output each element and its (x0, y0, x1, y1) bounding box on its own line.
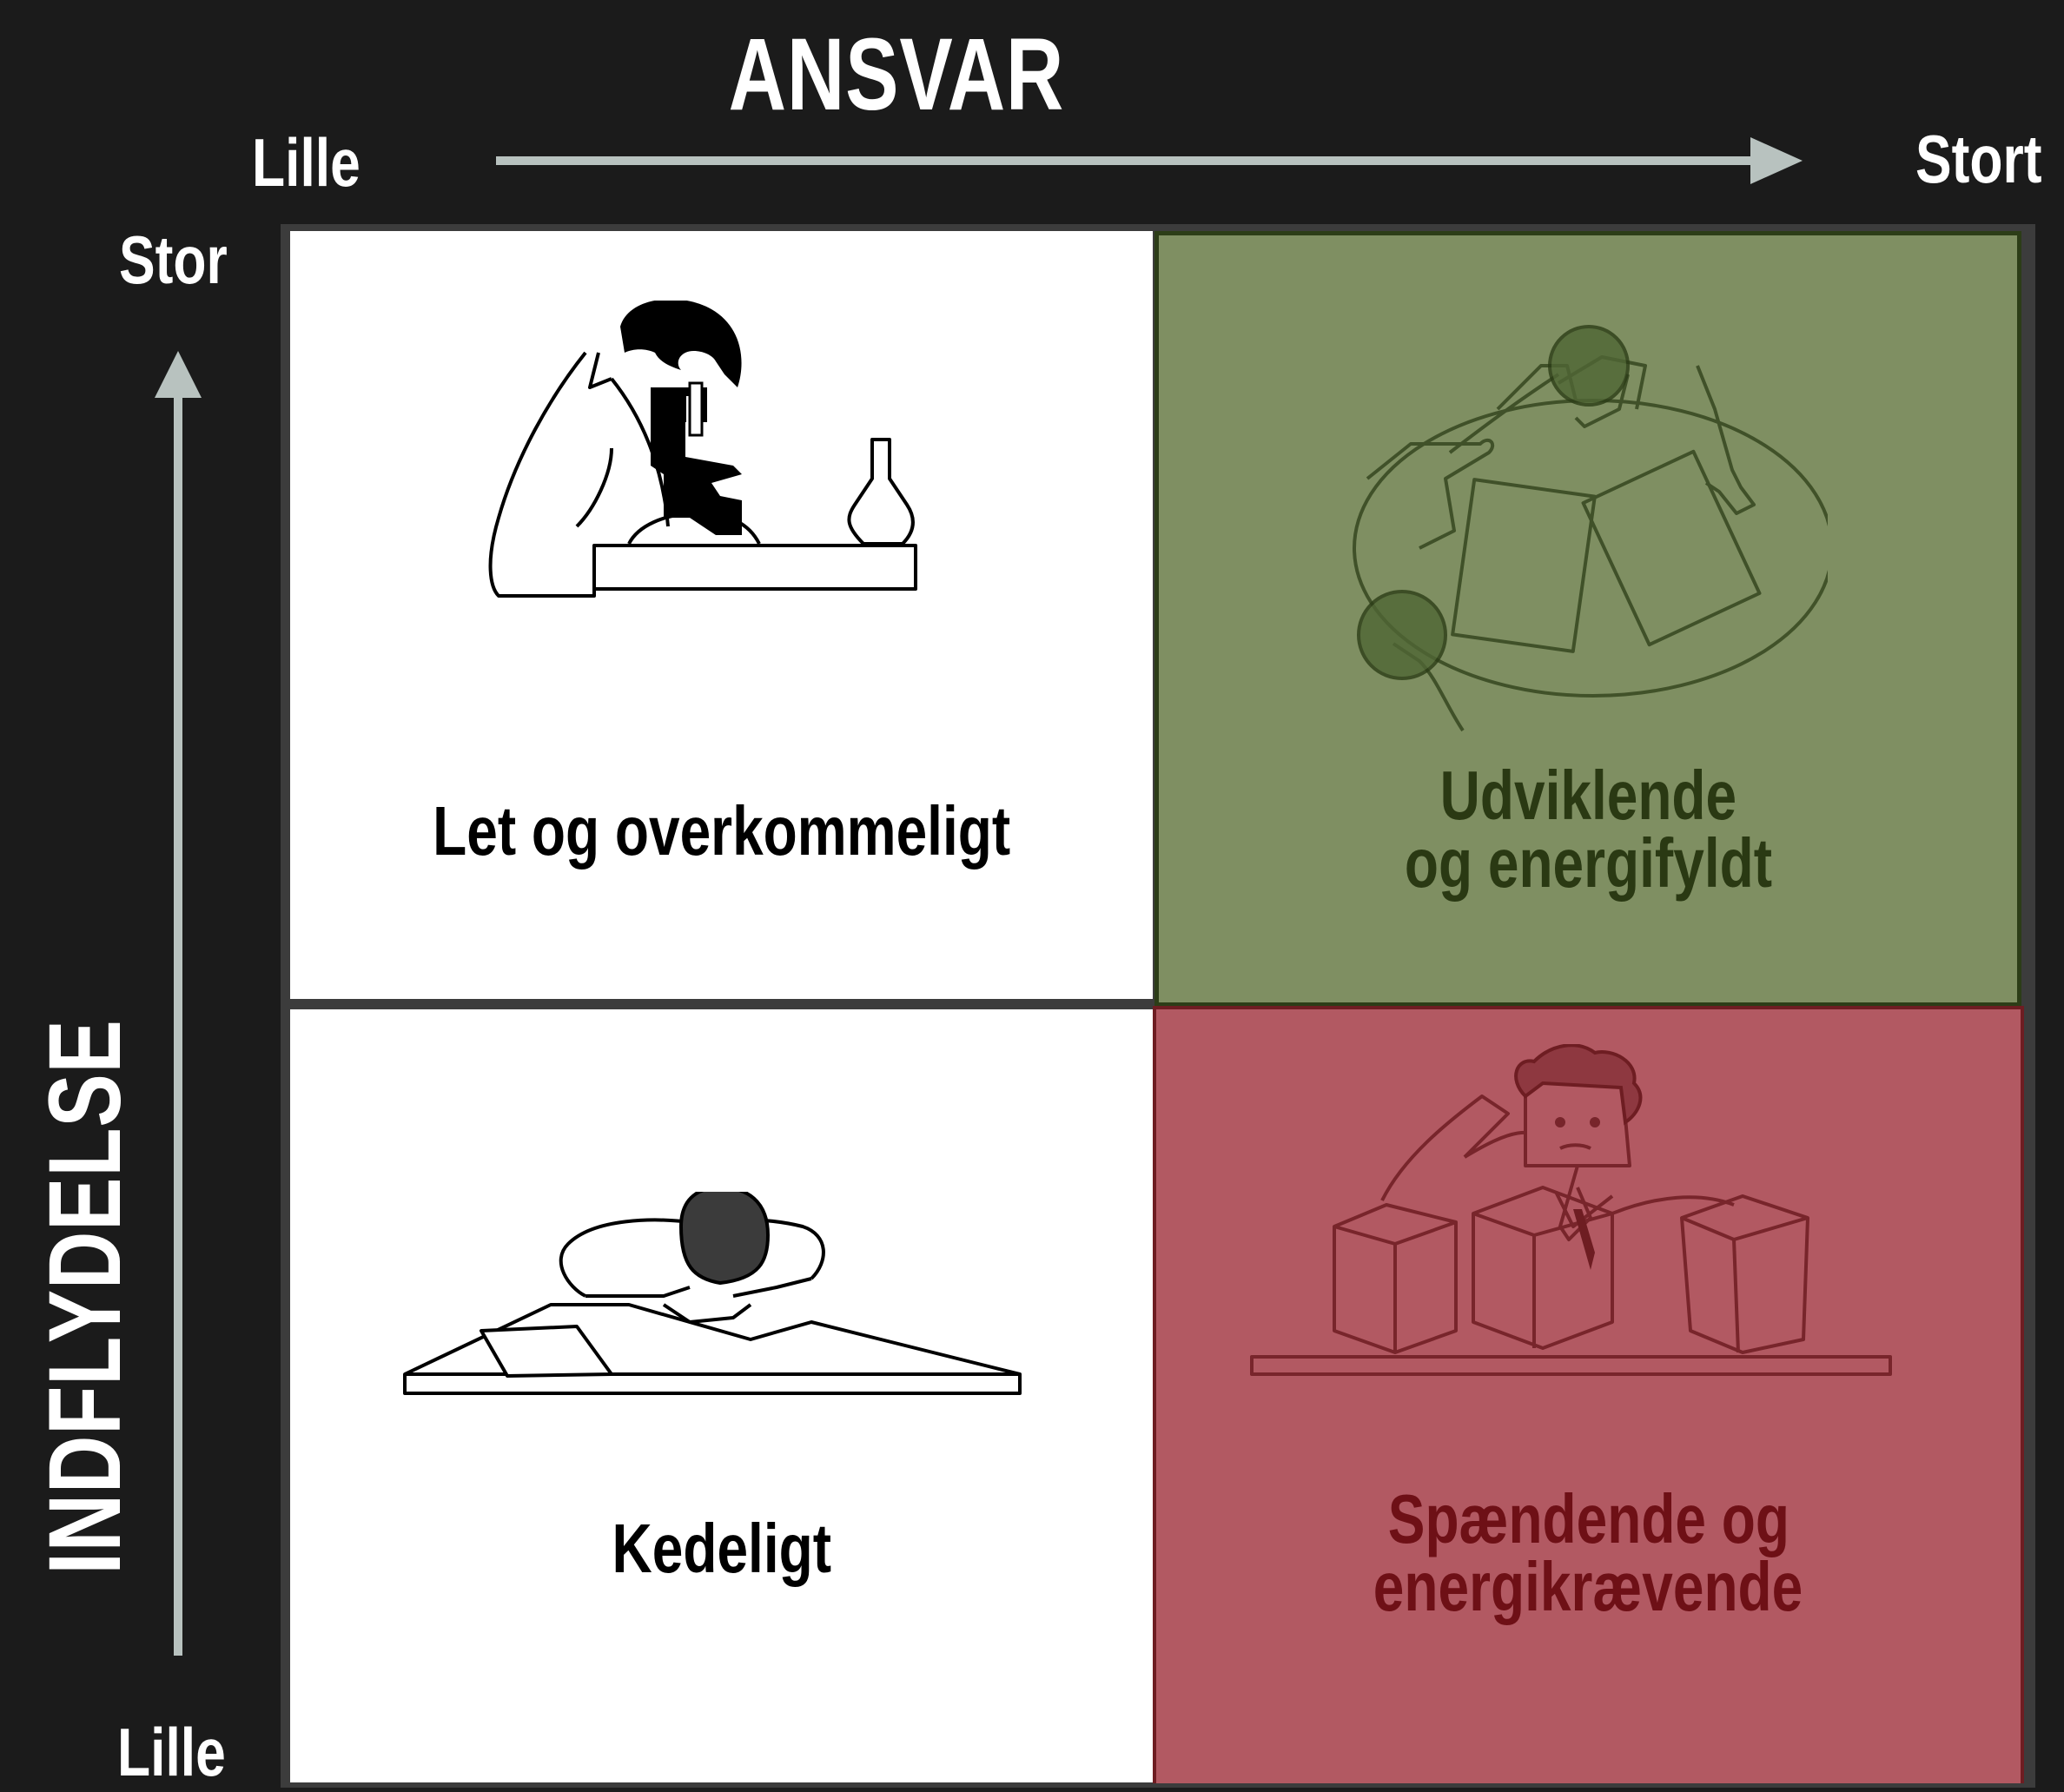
sleeping-at-desk-icon (403, 1192, 1022, 1395)
quadrant-bottom-left-label: Kedeligt (290, 1510, 1153, 1587)
quadrant-bottom-right-label: Spændende og energikrævende (1156, 1480, 2021, 1625)
y-axis-title: INDFLYDELSE (28, 1019, 142, 1575)
quadrant-top-left-label: Let og overkommeligt (290, 792, 1153, 870)
quadrant-bottom-left-text: Kedeligt (612, 1510, 831, 1587)
quadrant-bottom-right: Spændende og energikrævende (1153, 1006, 2024, 1783)
x-axis-arrow-icon (496, 137, 1803, 184)
y-axis-title-wrap: INDFLYDELSE (28, 608, 142, 1737)
meeting-table-icon (1353, 325, 1828, 732)
y-axis-high-label: Stor (119, 222, 228, 298)
x-axis-high-label: Stort (1915, 121, 2042, 197)
quadrant-bottom-left: Kedeligt (290, 1009, 1153, 1782)
quadrant-top-left-text: Let og overkommeligt (433, 792, 1010, 870)
quadrant-top-left: Let og overkommeligt (290, 231, 1153, 999)
quadrant-top-right: Udviklende og energifyldt (1154, 231, 2021, 1007)
quadrant-top-right-text-2: og energifyldt (1404, 824, 1772, 902)
quadrant-bottom-right-text-2: energikrævende (1373, 1548, 1803, 1625)
diagram-title: ANSVAR (728, 17, 1065, 132)
quadrant-bottom-right-text-1: Spændende og (1387, 1480, 1789, 1557)
quadrant-top-right-label: Udviklende og energifyldt (1159, 757, 2017, 902)
stressed-boxes-icon (1250, 1044, 1892, 1376)
x-axis-low-label: Lille (252, 124, 361, 201)
quadrant-top-right-text-1: Udviklende (1439, 757, 1737, 834)
y-axis-arrow-icon (155, 351, 202, 1656)
scientist-microscope-icon (488, 301, 917, 598)
